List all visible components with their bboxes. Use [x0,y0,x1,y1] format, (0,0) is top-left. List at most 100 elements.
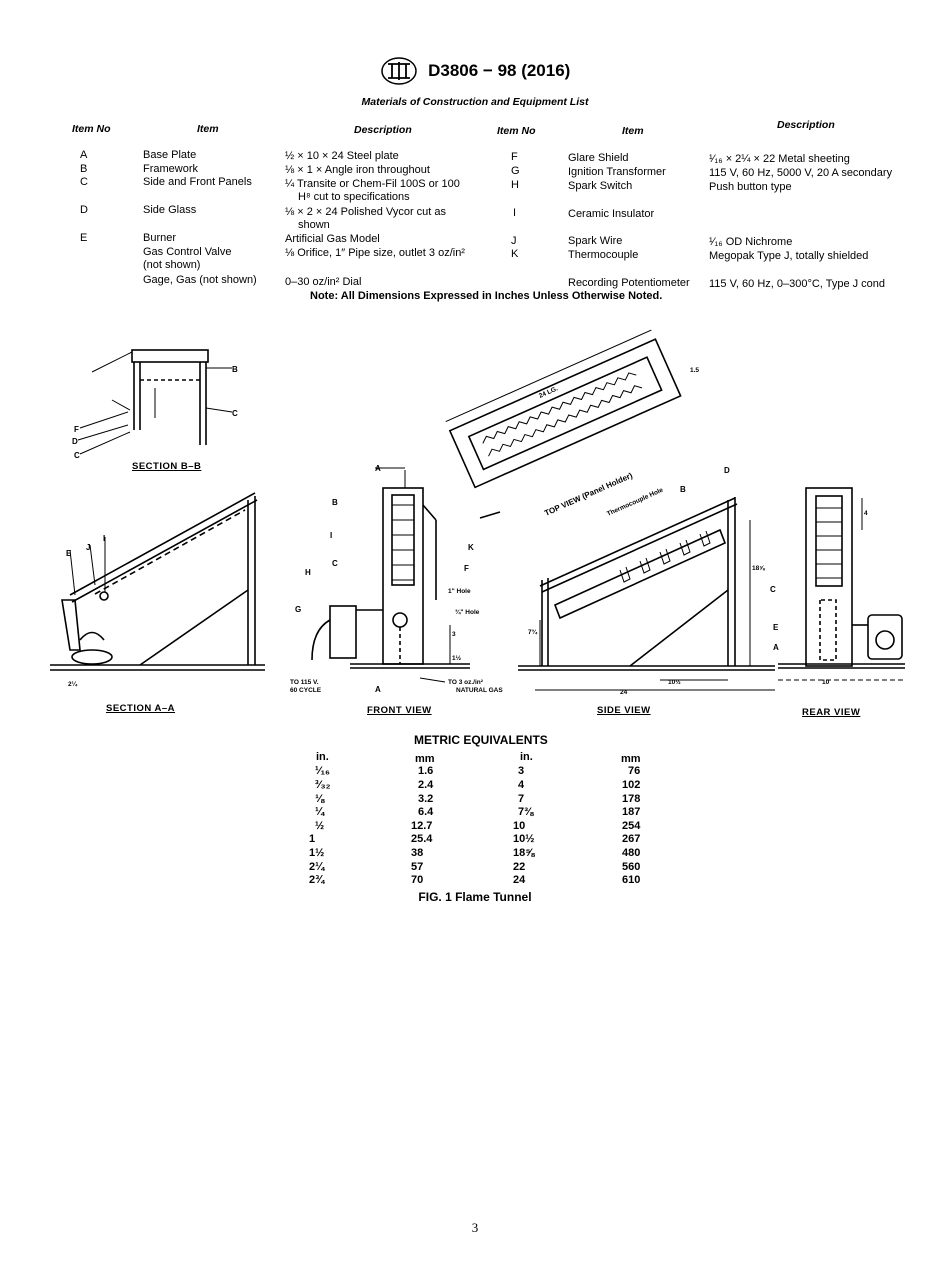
metric-cell: 7⅜ [518,806,534,818]
item-description: Megopak Type J, totally shielded [709,250,869,262]
label-60-cycle: 60 CYCLE [290,687,322,694]
section-bb-diagram [77,349,233,455]
rear-view-diagram [778,487,905,681]
item-no: G [511,165,520,177]
dim-24: 24 [620,689,628,696]
item-no: B [80,163,88,175]
header-item-no-right: Item No [497,125,536,137]
item-name: Gage, Gas (not shown) [143,274,257,286]
item-name: Gas Control Valve [143,246,232,258]
item-description: ⅛ × 1 × Angle iron throughout [285,164,430,176]
dimensions-note: Note: All Dimensions Expressed in Inches… [310,290,663,302]
side-view-diagram [518,497,775,691]
metric-cell: 3.2 [418,793,434,805]
dim-10-half: 10½ [668,678,681,686]
metric-cell: 267 [622,833,641,845]
item-name: Spark Wire [568,235,623,247]
metric-cell: ⅛ [315,793,325,805]
metric-cell: 12.7 [411,820,433,832]
item-no: A [80,149,88,161]
label-a-rear: A [773,643,779,652]
label-k-front: K [468,543,474,552]
metric-cell: 178 [622,793,641,805]
front-view-diagram [311,467,470,683]
item-description: 0–30 oz/in² Dial [285,276,362,288]
item-no: K [511,248,519,260]
metric-cell: 480 [622,847,641,859]
label-e-rear: E [773,623,779,632]
header-description-right: Description [777,119,835,131]
caption-front-view: FRONT VIEW [367,705,432,716]
label-f-front: F [464,564,469,573]
label-h-front: H [305,568,311,577]
figure-caption: FIG. 1 Flame Tunnel [418,890,532,904]
label-natural-gas: NATURAL GAS [456,687,503,694]
metric-cell: 22 [513,861,526,873]
item-description: ¹⁄₁₆ OD Nichrome [709,236,793,248]
materials-table-title: Materials of Construction and Equipment … [361,96,589,108]
label-j-section-aa: J [86,543,90,552]
metric-header-mm-2: mm [621,753,641,765]
metric-cell: 4 [518,779,525,791]
item-no: J [511,235,517,247]
top-view-diagram [445,329,682,489]
metric-cell: 3 [518,765,525,777]
dim-4: 4 [864,510,868,517]
document-title: D3806 − 98 (2016) [428,61,571,80]
label-a-front-bottom: A [375,685,381,694]
section-aa-diagram [50,492,265,671]
item-name: Ignition Transformer [568,166,666,178]
item-name: Framework [143,163,199,175]
metric-cell: 1 [309,833,316,845]
metric-cell: 6.4 [418,806,434,818]
label-to-gas: TO 3 oz./in² [448,679,484,686]
header-item-no-left: Item No [72,123,111,135]
caption-section-aa: SECTION A–A [106,703,176,714]
item-name: Ceramic Insulator [568,208,655,220]
item-name: Base Plate [143,149,197,161]
label-b-section-bb: B [232,365,238,374]
metric-title: METRIC EQUIVALENTS [414,733,548,747]
metric-cell: 10 [513,820,526,832]
header-item-right: Item [622,125,644,137]
metric-cell: 10½ [513,833,535,845]
label-c-section-bb: C [232,409,238,418]
caption-side-view: SIDE VIEW [597,705,651,716]
header-item-left: Item [197,123,219,135]
dim-1-5: 1.5 [690,367,699,374]
item-no: C [80,176,88,188]
metric-cell: ¼ [315,806,325,818]
flame-tunnel-drawing: B C F D C E J I A B I C H G F K A D B C … [50,329,905,696]
metric-header-mm-1: mm [415,753,435,765]
label-b-side: B [680,485,686,494]
page-header: D3806 − 98 (2016) [0,56,950,86]
header-description-left: Description [354,124,412,136]
item-no: H [511,179,519,191]
metric-cell: 76 [628,765,641,777]
item-name: Side Glass [143,204,197,216]
metric-cell: 57 [411,861,424,873]
label-one-inch-hole: 1" Hole [448,588,471,595]
metric-cell: 187 [622,806,641,818]
item-no: D [80,204,88,216]
dim-18-5-8: 18⅝ [752,565,765,572]
label-d-side: D [724,466,730,475]
item-name: Thermocouple [568,249,639,261]
metric-cell: 1½ [309,847,325,859]
item-description: 115 V, 60 Hz, 0–300°C, Type J cond [709,278,886,290]
metric-cell: 24 [513,874,526,886]
metric-cell: 7 [518,793,525,805]
item-no: F [511,151,518,163]
metric-cell: 2¼ [309,861,325,873]
item-no: I [513,207,517,219]
item-name: Recording Potentiometer [568,277,690,289]
item-description: 115 V, 60 Hz, 5000 V, 20 A secondary [709,167,893,179]
item-name: Side and Front Panels [143,176,252,188]
metric-cell: ½ [315,820,325,832]
dim-2-1-4: 2¼ [68,680,78,688]
label-thermocouple-hole: Thermocouple Hole [606,487,665,518]
metric-cell: 70 [411,874,424,886]
dim-3: 3 [452,631,456,638]
metric-cell: 38 [411,847,424,859]
metric-cell: 2¾ [309,874,325,886]
